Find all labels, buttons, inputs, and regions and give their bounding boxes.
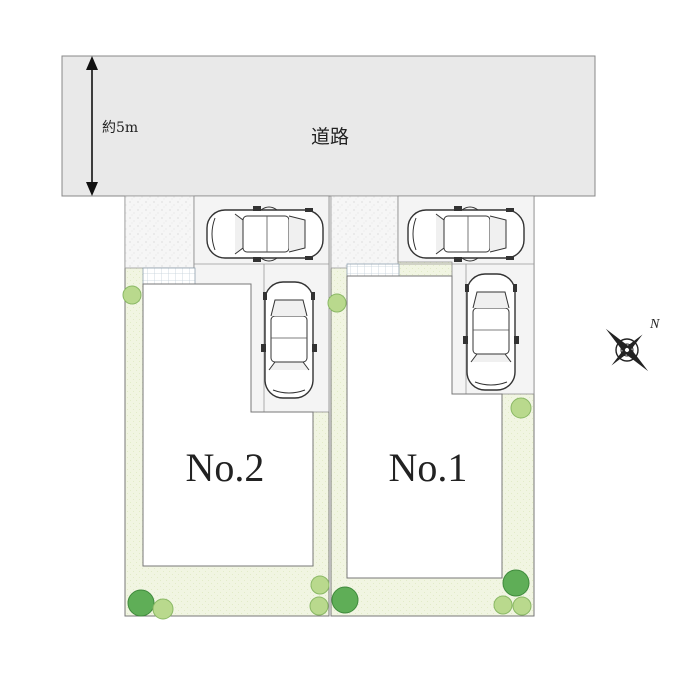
lot-label-1: No.1: [389, 445, 468, 490]
tree-icon: [502, 569, 530, 597]
shrub-icon: [309, 596, 329, 616]
house-footprint-lot-2: [142, 283, 314, 567]
tree-icon: [331, 586, 359, 614]
car-icon: [462, 273, 520, 391]
shrub-icon: [152, 598, 174, 620]
compass-north-label: N: [649, 317, 660, 332]
road-width-dimension: [86, 56, 98, 196]
shrub-icon: [512, 596, 532, 616]
shrub-icon: [510, 397, 532, 419]
shrub-icon: [122, 285, 142, 305]
lot-label-2: No.2: [186, 445, 265, 490]
car-icon: [407, 205, 525, 263]
road: [61, 55, 596, 197]
lot-2: No.2: [124, 195, 330, 617]
shrub-icon: [310, 575, 330, 595]
house-footprint-lot-1: [346, 275, 503, 579]
shrub-icon: [493, 595, 513, 615]
tree-icon: [127, 589, 155, 617]
lot-1: No.1: [330, 195, 535, 617]
road-label: 道路: [311, 126, 349, 148]
car-icon: [260, 281, 318, 399]
shrub-icon: [327, 293, 347, 313]
compass-icon: [605, 328, 649, 372]
car-icon: [206, 205, 324, 263]
trees: [122, 285, 532, 620]
road-width-label: 約5m: [102, 120, 138, 136]
